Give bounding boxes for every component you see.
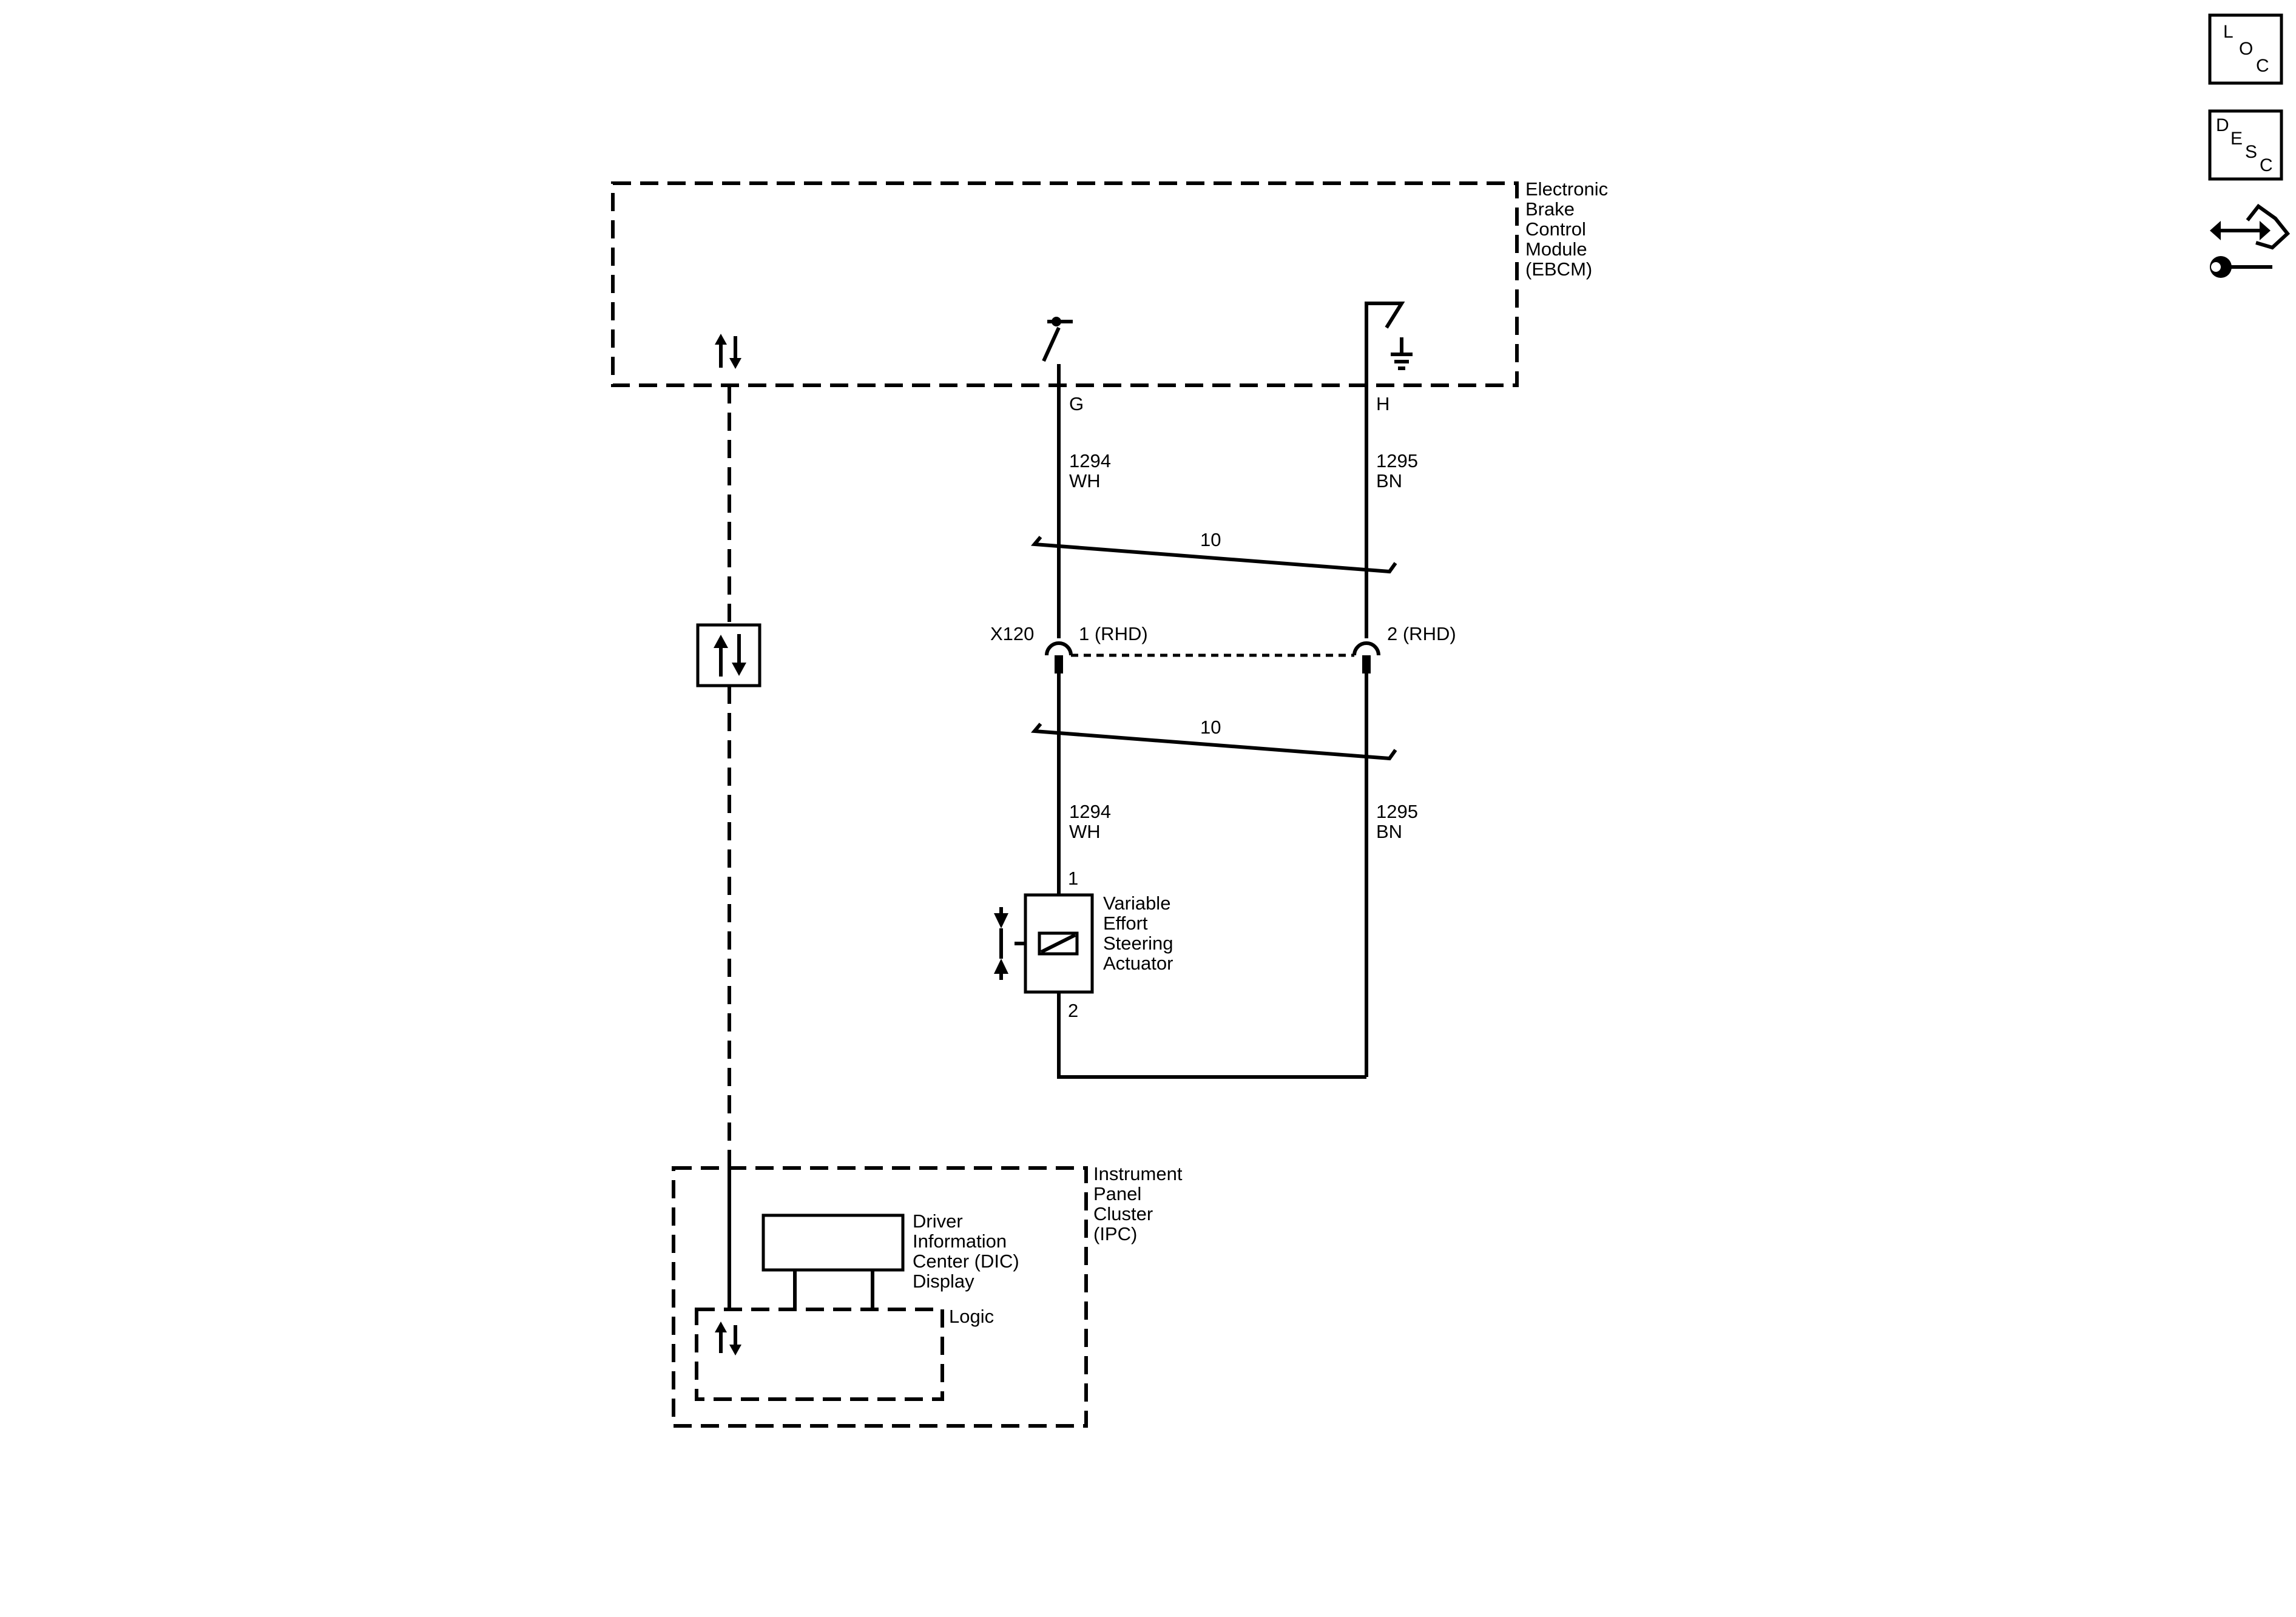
- ebcm-label-line-5: (EBCM): [1525, 258, 1592, 280]
- twisted-pair-upper: 10: [1030, 529, 1397, 574]
- dic-label-line-1: Driver: [913, 1210, 963, 1232]
- desc-letter-1: D: [2216, 115, 2229, 135]
- dic-label-line-3: Center (DIC): [913, 1251, 1019, 1272]
- wire-1295-lower-color: BN: [1376, 821, 1402, 842]
- ebcm-module: Electronic Brake Control Module (EBCM): [611, 178, 1608, 387]
- ipc-label-line-4: (IPC): [1093, 1223, 1137, 1244]
- ground-switch-icon: [1365, 302, 1413, 385]
- ebcm-label-line-4: Module: [1525, 238, 1587, 260]
- solenoid-icon: [994, 907, 1008, 980]
- desc-letter-3: S: [2245, 142, 2257, 162]
- connector-pin-2-label: 2 (RHD): [1387, 623, 1456, 644]
- desc-letter-4: C: [2260, 155, 2273, 175]
- actuator-pin-2: 2: [1068, 1000, 1078, 1021]
- wire-1294-upper-circuit: 1294: [1069, 450, 1111, 471]
- desc-letter-2: E: [2230, 129, 2243, 149]
- connector-pin-1-label: 1 (RHD): [1079, 623, 1148, 644]
- actuator-label-line-4: Actuator: [1103, 953, 1173, 974]
- dic-label-line-4: Display: [913, 1271, 974, 1292]
- wire-1294-upper-color: WH: [1069, 470, 1101, 491]
- loc-letter-2: O: [2239, 39, 2253, 59]
- ipc-label-line-1: Instrument: [1093, 1163, 1183, 1184]
- pin-h-label: H: [1376, 393, 1389, 414]
- twisted-pair-lower: 10: [1030, 717, 1397, 761]
- ebcm-label-line-3: Control: [1525, 218, 1586, 240]
- wire-1295-lower-circuit: 1295: [1376, 801, 1418, 822]
- ipc-label-line-3: Cluster: [1093, 1203, 1153, 1224]
- loc-letter-3: C: [2256, 56, 2269, 76]
- ebcm-label-line-2: Brake: [1525, 198, 1575, 220]
- actuator-label-line-3: Steering: [1103, 933, 1173, 954]
- logic-serial-arrows-icon: [715, 1322, 741, 1355]
- actuator-label-line-1: Variable: [1103, 893, 1170, 914]
- wire-1294-lower-color: WH: [1069, 821, 1101, 842]
- connector-name: X120: [990, 623, 1034, 644]
- actuator-label-line-2: Effort: [1103, 913, 1148, 934]
- ebcm-label-line-1: Electronic: [1525, 178, 1608, 200]
- twist-lower-label: 10: [1200, 717, 1221, 738]
- ipc-label-line-2: Panel: [1093, 1183, 1141, 1204]
- logic-label: Logic: [949, 1306, 994, 1327]
- pin-g-label: G: [1069, 393, 1084, 414]
- ipc-module: Instrument Panel Cluster (IPC) Driver In…: [672, 1163, 1183, 1428]
- wire-1295-upper-circuit: 1295: [1376, 450, 1418, 471]
- variable-effort-steering-actuator: 1 Variable Effort Steering Actuator 2: [994, 868, 1173, 1021]
- loc-letter-1: L: [2223, 22, 2234, 42]
- serial-data-box-icon: [696, 623, 761, 687]
- wire-1294-lower-circuit: 1294: [1069, 801, 1111, 822]
- desc-icon[interactable]: D E S C: [2208, 109, 2283, 181]
- twist-upper-label: 10: [1200, 529, 1221, 550]
- dic-display-box: [761, 1214, 905, 1272]
- serial-data-arrows-icon: [715, 334, 741, 369]
- loc-icon[interactable]: L O C: [2208, 13, 2283, 85]
- connector-x120: X120 1 (RHD) 2 (RHD): [990, 623, 1456, 673]
- switch-icon: [1042, 317, 1073, 362]
- connector-wrench-icon[interactable]: [2210, 203, 2291, 278]
- logic-box: [695, 1308, 944, 1401]
- wire-1295-upper-color: BN: [1376, 470, 1402, 491]
- dic-label-line-2: Information: [913, 1230, 1007, 1252]
- actuator-pin-1: 1: [1068, 868, 1078, 889]
